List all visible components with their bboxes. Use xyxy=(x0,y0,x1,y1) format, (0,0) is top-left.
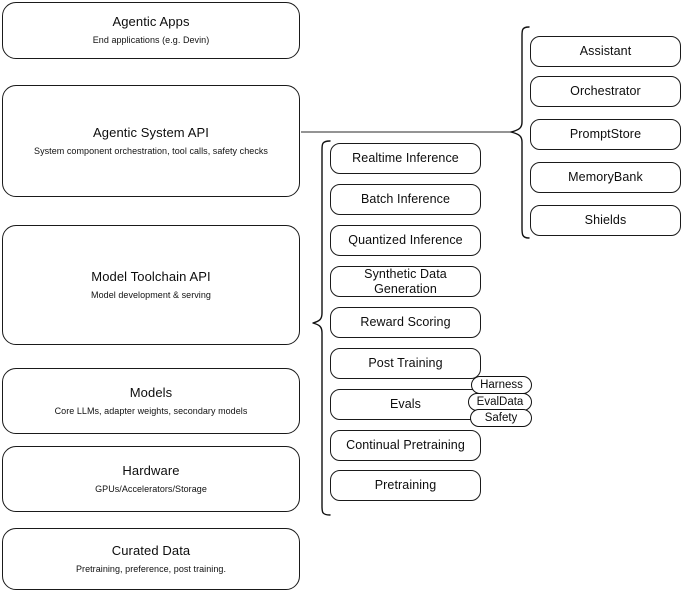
layer-title: Models xyxy=(129,384,173,400)
eval-pill-harness[interactable]: Harness xyxy=(471,376,532,394)
component-label: Synthetic Data Generation xyxy=(364,266,447,296)
layer-box-curated-data[interactable]: Curated Data Pretraining, preference, po… xyxy=(2,528,300,590)
eval-pill-label: EvalData xyxy=(476,396,524,408)
component-label: Evals xyxy=(389,397,422,411)
layer-subtitle: Pretraining, preference, post training. xyxy=(75,563,227,574)
component-box-pretraining[interactable]: Pretraining xyxy=(330,470,481,501)
component-label: PromptStore xyxy=(569,127,642,141)
component-box-memorybank[interactable]: MemoryBank xyxy=(530,162,681,193)
layer-subtitle: End applications (e.g. Devin) xyxy=(92,35,210,45)
component-label: Batch Inference xyxy=(360,192,451,206)
component-box-quantized-inference[interactable]: Quantized Inference xyxy=(330,225,481,256)
brace-system-components xyxy=(510,26,530,239)
component-label: Post Training xyxy=(368,356,443,370)
layer-box-hardware[interactable]: Hardware GPUs/Accelerators/Storage xyxy=(2,446,300,512)
component-box-realtime-inference[interactable]: Realtime Inference xyxy=(330,143,481,174)
layer-title: Model Toolchain API xyxy=(91,268,211,284)
component-box-assistant[interactable]: Assistant xyxy=(530,36,681,67)
component-box-post-training[interactable]: Post Training xyxy=(330,348,481,379)
eval-pill-label: Safety xyxy=(484,412,518,424)
component-label: Reward Scoring xyxy=(360,315,451,329)
component-box-synthetic-data-generation[interactable]: Synthetic Data Generation xyxy=(330,266,481,297)
layer-title: Agentic Apps xyxy=(112,14,190,29)
brace-toolchain-components xyxy=(312,140,331,516)
layer-box-agentic-system-api[interactable]: Agentic System API System component orch… xyxy=(2,85,300,197)
layer-box-model-toolchain-api[interactable]: Model Toolchain API Model development & … xyxy=(2,225,300,345)
component-label: Shields xyxy=(584,213,627,227)
layer-subtitle: GPUs/Accelerators/Storage xyxy=(95,483,207,494)
component-label: Orchestrator xyxy=(570,84,641,98)
component-box-shields[interactable]: Shields xyxy=(530,205,681,236)
eval-pill-safety[interactable]: Safety xyxy=(470,409,532,427)
component-box-orchestrator[interactable]: Orchestrator xyxy=(530,76,681,107)
component-label: Assistant xyxy=(579,44,632,58)
component-label: Pretraining xyxy=(374,478,437,492)
layer-title: Hardware xyxy=(122,462,180,478)
component-label: Continual Pretraining xyxy=(346,438,465,452)
layer-subtitle: System component orchestration, tool cal… xyxy=(34,145,268,156)
layer-subtitle: Model development & serving xyxy=(91,289,211,300)
component-label: MemoryBank xyxy=(568,170,643,184)
layer-box-models[interactable]: Models Core LLMs, adapter weights, secon… xyxy=(2,368,300,434)
component-box-promptstore[interactable]: PromptStore xyxy=(530,119,681,150)
component-box-reward-scoring[interactable]: Reward Scoring xyxy=(330,307,481,338)
component-label: Quantized Inference xyxy=(348,233,463,247)
component-box-batch-inference[interactable]: Batch Inference xyxy=(330,184,481,215)
layer-box-agentic-apps[interactable]: Agentic Apps End applications (e.g. Devi… xyxy=(2,2,300,59)
component-box-evals[interactable]: Evals xyxy=(330,389,481,420)
layer-title: Agentic System API xyxy=(93,124,209,140)
eval-pill-label: Harness xyxy=(480,379,523,391)
component-box-continual-pretraining[interactable]: Continual Pretraining xyxy=(330,430,481,461)
layer-title: Curated Data xyxy=(111,542,191,558)
component-label: Realtime Inference xyxy=(352,151,459,165)
layer-subtitle: Core LLMs, adapter weights, secondary mo… xyxy=(54,405,248,416)
